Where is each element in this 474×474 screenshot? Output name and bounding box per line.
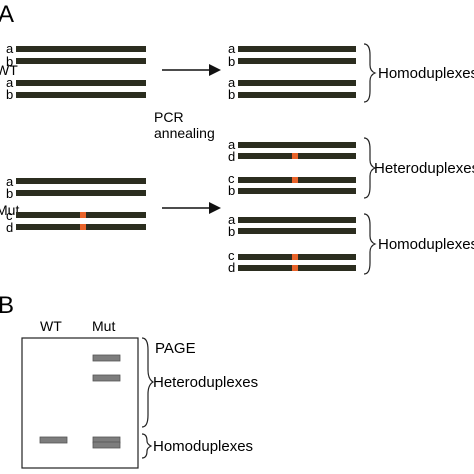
group1-strand-2 [238, 58, 356, 64]
right-group-1: a b a b Homoduplexes [228, 41, 474, 103]
lane-label-mut: Mut [92, 318, 115, 334]
homoduplex-brace [141, 433, 153, 459]
annealing-label: annealing [154, 125, 215, 141]
right-group-2: a d c b Heteroduplexes [228, 137, 474, 199]
band-wt-homoduplex [39, 436, 68, 444]
wt-strand-label-3: a [6, 75, 14, 90]
mut-strand-label-3: c [6, 208, 13, 223]
group2-strand-label-2: d [228, 149, 235, 164]
group1-strand-label-1: a [228, 41, 236, 56]
group2-strand-4 [238, 188, 356, 194]
heteroduplex-label: Heteroduplexes [153, 374, 258, 391]
mut-strand-1 [16, 178, 146, 184]
group3-strand-1 [238, 217, 356, 223]
group3-strand-label-4: d [228, 260, 235, 275]
group2-strand-1 [238, 142, 356, 148]
group3-brace [363, 213, 377, 275]
page-label: PAGE [155, 340, 196, 357]
group2-label: Heteroduplexes [374, 160, 474, 177]
wt-label: WT [0, 62, 18, 78]
group2-strand-label-4: b [228, 183, 235, 198]
group1-strand-4 [238, 92, 356, 98]
panel-b-letter: B [0, 292, 14, 319]
group3-label: Homoduplexes [378, 236, 474, 253]
mut-strand-label-2: b [6, 186, 13, 201]
lane-label-wt: WT [40, 318, 62, 334]
right-group-3: a b c d Homoduplexes [228, 212, 474, 275]
mutation-marker [292, 177, 298, 183]
group1-brace [363, 43, 377, 103]
group3-strand-label-2: b [228, 224, 235, 239]
group1-strand-label-4: b [228, 87, 235, 102]
group2-brace [363, 137, 377, 199]
mutation-marker [292, 153, 298, 159]
mutation-marker [292, 254, 298, 260]
group2-strand-label-1: a [228, 137, 236, 152]
homoduplex-label: Homoduplexes [153, 438, 253, 455]
mut-strand-2 [16, 190, 146, 196]
band-mut-heteroduplex-1 [92, 354, 121, 362]
wt-strand-1 [16, 46, 146, 52]
mut-strand-label-4: d [6, 220, 13, 235]
mutation-marker [292, 265, 298, 271]
pcr-label: PCR [154, 109, 184, 125]
wt-strand-2 [16, 58, 146, 64]
panel-a-letter: A [0, 1, 14, 28]
band-mut-homoduplex-2 [92, 441, 121, 449]
mutation-marker [80, 224, 86, 230]
mutation-marker [80, 212, 86, 218]
group3-strand-2 [238, 228, 356, 234]
mut-strands: a b c d [6, 174, 146, 235]
group1-strand-3 [238, 80, 356, 86]
group2-strand-label-3: c [228, 171, 235, 186]
group3-strand-label-3: c [228, 248, 235, 263]
wt-strand-label-1: a [6, 41, 14, 56]
heteroduplex-brace [141, 337, 155, 428]
group1-strand-1 [238, 46, 356, 52]
mut-strand-label-1: a [6, 174, 14, 189]
group1-strand-label-3: a [228, 75, 236, 90]
wt-strand-4 [16, 92, 146, 98]
group1-strand-label-2: b [228, 54, 235, 69]
band-mut-heteroduplex-2 [92, 374, 121, 382]
gel-frame [21, 337, 139, 469]
wt-strand-label-4: b [6, 87, 13, 102]
wt-strand-3 [16, 80, 146, 86]
group3-strand-label-1: a [228, 212, 236, 227]
wt-strands: a b a b [6, 41, 146, 102]
wt-strand-label-2: b [6, 54, 13, 69]
group1-label: Homoduplexes [378, 65, 474, 82]
mut-label: Mut [0, 202, 19, 218]
